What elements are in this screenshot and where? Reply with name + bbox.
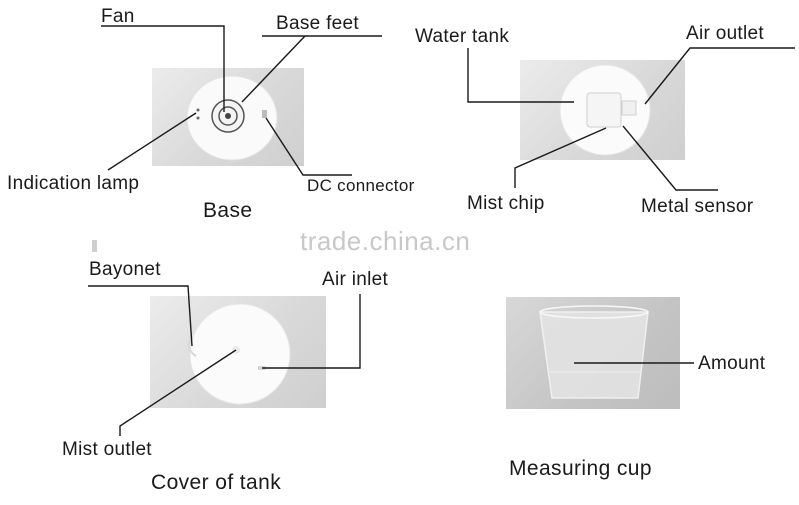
air-inlet-label: Air inlet	[322, 269, 389, 290]
air-outlet-label: Air outlet	[686, 23, 764, 44]
cup-shape	[539, 305, 649, 399]
indication-lamp-label: Indication lamp	[7, 173, 140, 194]
mist-outlet-label: Mist outlet	[62, 439, 152, 460]
base-caption: Base	[203, 199, 253, 222]
cup-caption: Measuring cup	[509, 457, 652, 480]
watermark: trade.china.cn	[300, 226, 471, 256]
fan-label: Fan	[101, 6, 135, 27]
amount-label: Amount	[698, 353, 766, 374]
cover-caption: Cover of tank	[151, 471, 282, 494]
water-tank-label: Water tank	[415, 26, 510, 47]
mist-chip-label: Mist chip	[467, 193, 545, 214]
metal-sensor-label: Metal sensor	[641, 196, 754, 217]
base-feet-label: Base feet	[276, 13, 359, 34]
dc-connector-label: DC connector	[307, 176, 415, 195]
bayonet-label: Bayonet	[89, 259, 161, 280]
